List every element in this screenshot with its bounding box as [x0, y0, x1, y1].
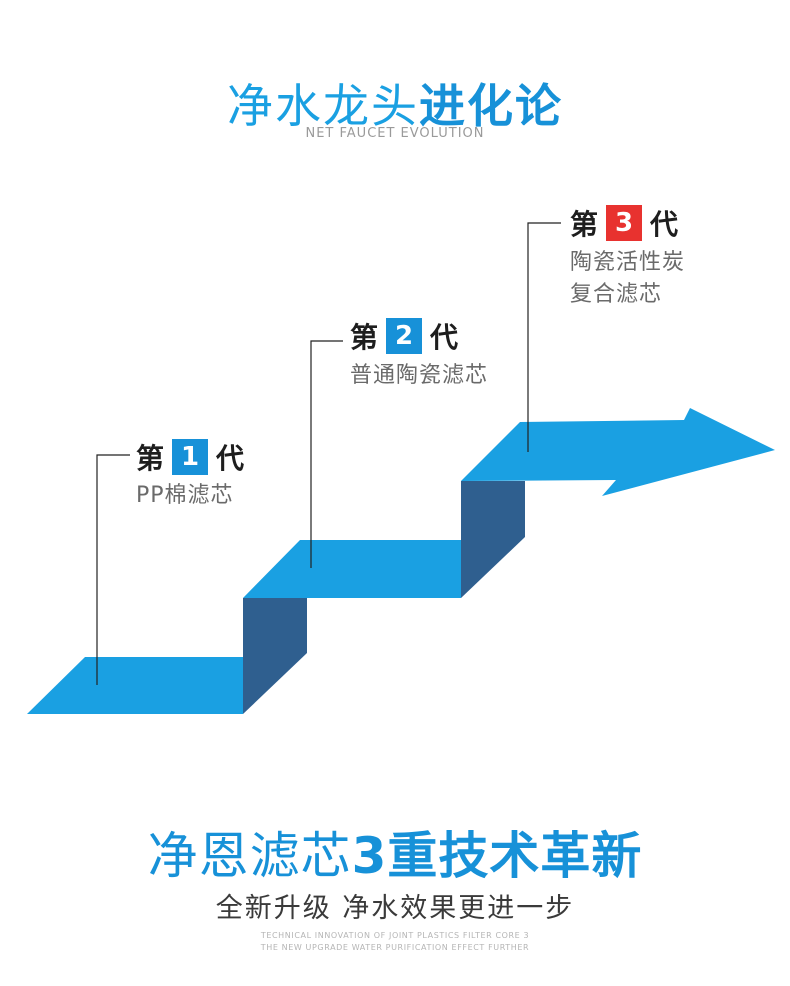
gen-2-desc: 普通陶瓷滤芯	[350, 360, 488, 392]
gen-2-heading: 第 2 代	[350, 316, 458, 356]
page-subtitle: NET FAUCET EVOLUTION	[305, 126, 485, 141]
step-1-riser	[243, 598, 307, 714]
title-light: 净水龙头	[227, 79, 419, 133]
step-2-riser	[461, 481, 525, 598]
step-2-surface	[243, 540, 461, 598]
gen-1-suffix: 代	[216, 442, 245, 475]
gen-3-desc: 陶瓷活性炭 复合滤芯	[570, 247, 685, 311]
title-bold: 进化论	[419, 79, 563, 133]
staircase-arrow-graphic	[27, 222, 775, 714]
gen-1-heading: 第 1 代	[136, 437, 244, 477]
slogan: 全新升级 净水效果更进一步	[215, 893, 575, 924]
leader-line-gen-1	[96, 454, 130, 685]
gen-2-prefix: 第	[350, 321, 379, 354]
gen-3-number-badge: 3	[606, 205, 643, 241]
headline-light: 净恩滤芯	[147, 827, 352, 885]
gen-2-number-badge: 2	[386, 318, 423, 354]
gen-2-suffix: 代	[430, 321, 459, 354]
headline: 净恩滤芯3重技术革新	[0, 816, 790, 888]
gen-3-prefix: 第	[570, 208, 599, 241]
gen-2-desc-line: 普通陶瓷滤芯	[350, 363, 489, 388]
gen-3-heading: 第 3 代	[570, 203, 678, 243]
leader-line-gen-2	[310, 340, 343, 568]
gen-1-prefix: 第	[136, 442, 165, 475]
english-tagline-1: TECHNICAL INNOVATION OF JOINT PLASTICS F…	[260, 931, 530, 940]
headline-bold: 3重技术革新	[351, 827, 643, 885]
gen-1-desc: PP棉滤芯	[136, 480, 234, 512]
leader-line-gen-3	[527, 222, 561, 452]
step-3-arrow	[461, 408, 775, 496]
step-1-surface	[27, 657, 243, 714]
gen-1-desc-line: PP棉滤芯	[136, 483, 234, 508]
gen-3-desc-line-1: 陶瓷活性炭	[570, 250, 686, 275]
english-tagline-2: THE NEW UPGRADE WATER PURIFICATION EFFEC…	[260, 943, 530, 952]
gen-3-suffix: 代	[650, 208, 679, 241]
page-title: 净水龙头进化论	[0, 70, 790, 136]
gen-1-number-badge: 1	[172, 439, 209, 475]
gen-3-desc-line-2: 复合滤芯	[570, 282, 663, 307]
